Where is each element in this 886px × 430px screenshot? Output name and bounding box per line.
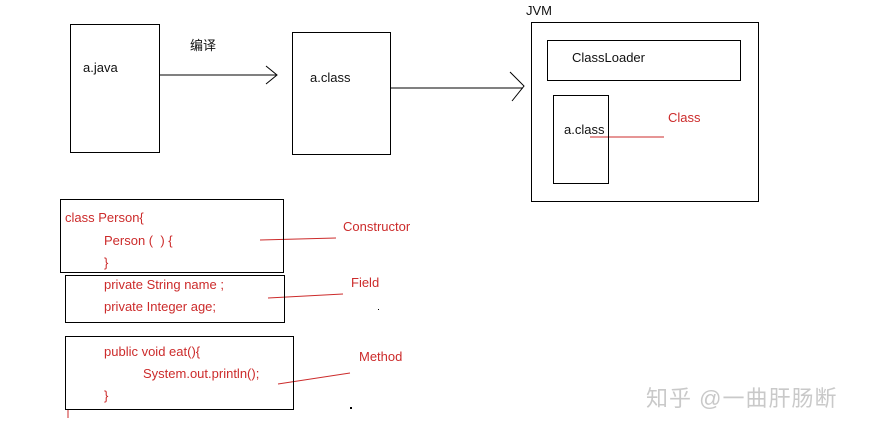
class-object-label: Class (668, 110, 701, 125)
method-pointer-line (277, 372, 351, 385)
compile-arrow-head (265, 65, 278, 85)
classloader-label: ClassLoader (572, 50, 645, 65)
class-file-box (292, 32, 391, 155)
jvm-label: JVM (526, 3, 552, 18)
loaded-class-label: a.class (564, 122, 605, 137)
compile-label: 编译 (190, 38, 217, 53)
jvm-box (531, 22, 759, 202)
code-method-line-2: System.out.println(); (143, 366, 260, 381)
dot-mark-2 (350, 407, 352, 409)
code-field-line-1: private String name ; (104, 277, 224, 292)
code-method-line-1: public void eat(){ (104, 344, 201, 359)
dot-mark-1 (378, 309, 379, 310)
method-annotation: Method (359, 349, 403, 364)
load-arrow-head (509, 71, 525, 102)
fields-box (65, 275, 285, 323)
java-file-box (70, 24, 160, 153)
zhihu-watermark: 知乎 @一曲肝肠断 (646, 386, 838, 411)
code-constructor-close: } (104, 255, 109, 270)
constructor-annotation: Constructor (343, 219, 411, 234)
java-file-label: a.java (83, 60, 118, 75)
field-annotation: Field (351, 275, 380, 290)
code-class-decl: class Person{ (65, 210, 144, 225)
loaded-class-box (553, 95, 609, 184)
class-declaration-box (60, 199, 284, 273)
code-constructor-line: Person ( ) { (104, 233, 173, 248)
method-box (65, 336, 294, 410)
code-field-line-2: private Integer age; (104, 299, 217, 314)
field-pointer-line (267, 293, 344, 299)
class-file-label: a.class (310, 70, 351, 85)
code-method-close: } (104, 388, 109, 403)
constructor-pointer-line (259, 237, 337, 241)
classloader-box (547, 40, 741, 81)
